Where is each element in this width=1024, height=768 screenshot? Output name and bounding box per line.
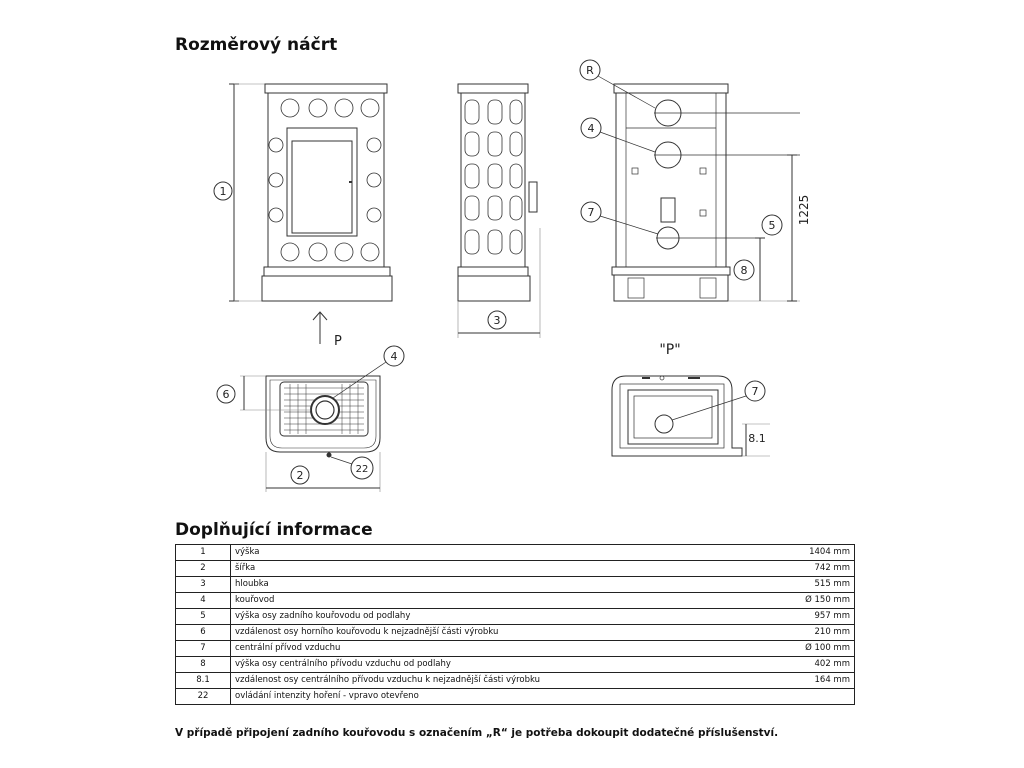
cell-desc: hloubka xyxy=(230,576,726,593)
cell-no: 6 xyxy=(175,624,231,641)
cell-desc: ovládání intenzity hoření - vpravo otevř… xyxy=(230,688,726,705)
view-p: "P" 7 8.1 xyxy=(611,342,770,457)
top-view: 6 4 2 22 xyxy=(216,345,405,492)
cell-value: 1404 mm xyxy=(726,544,855,561)
rear-slot xyxy=(660,197,676,223)
dimension-drawings: 1 P xyxy=(213,59,811,492)
label-top-offset: 6 xyxy=(223,388,230,401)
accessory-note: V případě připojení zadního kouřovodu s … xyxy=(175,727,779,739)
side-view: 3 xyxy=(457,83,541,338)
cell-value: 210 mm xyxy=(726,624,855,641)
label-top-flue: 4 xyxy=(391,350,398,363)
label-depth: 3 xyxy=(494,314,501,327)
cell-no: 2 xyxy=(175,560,231,577)
label-top-width: 2 xyxy=(297,469,304,482)
label-height: 1 xyxy=(220,185,227,198)
cell-desc: šířka xyxy=(230,560,726,577)
view-arrow-label: P xyxy=(334,334,342,349)
cell-value: Ø 100 mm xyxy=(726,640,855,657)
label-air-height: 8 xyxy=(741,264,748,277)
cell-value: 742 mm xyxy=(726,560,855,577)
cell-no: 4 xyxy=(175,592,231,609)
rear-view: R 4 7 5 8 1225 xyxy=(579,59,811,302)
cell-no: 5 xyxy=(175,608,231,625)
label-view-p-offset: 8.1 xyxy=(748,432,766,445)
label-view-p-air: 7 xyxy=(752,385,759,398)
cell-no: 1 xyxy=(175,544,231,561)
label-rear-flue: 4 xyxy=(588,122,595,135)
view-p-title: "P" xyxy=(659,342,680,358)
cell-value: Ø 150 mm xyxy=(726,592,855,609)
info-title: Doplňující informace xyxy=(175,520,373,540)
label-flue-height: 5 xyxy=(769,219,776,232)
cell-desc: vzdálenost osy centrálního přívodu vzduc… xyxy=(230,672,726,689)
label-air-intake: 7 xyxy=(588,206,595,219)
cell-value xyxy=(726,688,855,705)
cell-no: 7 xyxy=(175,640,231,657)
label-control: 22 xyxy=(356,464,369,475)
cell-desc: výška xyxy=(230,544,726,561)
label-top-flue-r: R xyxy=(586,64,594,77)
cell-desc: výška osy centrálního přívodu vzduchu od… xyxy=(230,656,726,673)
sketch-title: Rozměrový náčrt xyxy=(175,35,338,55)
callout-circle xyxy=(213,181,233,201)
cell-desc: vzdálenost osy horního kouřovodu k nejza… xyxy=(230,624,726,641)
label-1225: 1225 xyxy=(797,195,811,226)
cell-no: 8 xyxy=(175,656,231,673)
cell-value: 957 mm xyxy=(726,608,855,625)
cell-no: 3 xyxy=(175,576,231,593)
cell-no: 8.1 xyxy=(175,672,231,689)
cell-no: 22 xyxy=(175,688,231,705)
cell-value: 402 mm xyxy=(726,656,855,673)
cell-desc: centrální přívod vzduchu xyxy=(230,640,726,657)
cell-value: 164 mm xyxy=(726,672,855,689)
cell-desc: kouřovod xyxy=(230,592,726,609)
cell-value: 515 mm xyxy=(726,576,855,593)
front-view: 1 P xyxy=(213,83,393,349)
cell-desc: výška osy zadního kouřovodu od podlahy xyxy=(230,608,726,625)
